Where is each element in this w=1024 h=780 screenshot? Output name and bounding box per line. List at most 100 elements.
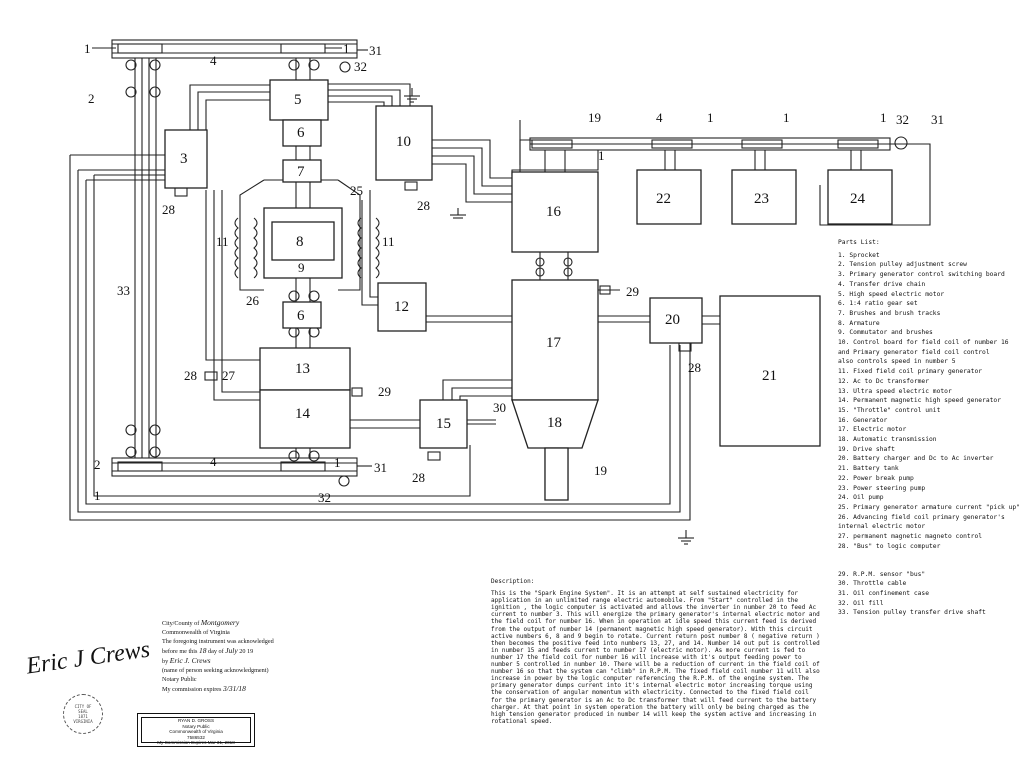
parts-list-item: 23. Power steering pump [838,484,926,492]
component-3-label: 3 [180,151,188,167]
parts-list-item: 6. 1:4 ratio gear set [838,300,918,308]
parts-list-item: 11. Fixed field coil primary generator [838,368,983,376]
callout-1: 1 [707,110,714,125]
component-10-label: 10 [396,134,411,150]
component-22-label: 22 [656,191,671,207]
callout-1: 1 [343,41,350,56]
callout-31: 31 [369,43,382,58]
seal: CITY OF SEAL 1871 VIRGINIA [63,694,103,734]
callout-4: 4 [210,454,217,469]
callout-2: 2 [94,457,101,472]
parts-list-item: 7. Brushes and brush tracks [838,309,941,317]
parts-list-item: 9. Commutator and brushes [838,329,933,337]
parts-list-item: 17. Electric motor [838,426,907,434]
parts-list-item: 15. "Throttle" control unit [838,406,941,414]
parts-list-items-continued: 29. R.P.M. sensor "bus" 30. Throttle cabl… [838,570,1018,619]
wiring [69,39,931,545]
callout-19: 19 [594,463,607,478]
callout-labels: 1 1 31 32 4 2 33 28 28 25 26 27 28 29 2 … [84,41,944,505]
callout-1: 1 [880,110,887,125]
parts-list-item: 21. Battery tank [838,465,899,473]
notary-stamp: RYAN D. GROSS Notary Public Commonwealth… [137,713,255,747]
callout-25: 25 [350,183,363,198]
component-6-lower-label: 6 [297,308,305,324]
callout-1: 1 [84,41,91,56]
parts-list-item: 27. permanent magnetic magneto control [838,533,983,541]
component-7-label: 7 [297,164,305,180]
description-text: This is the "Spark Engine System". It is… [491,590,820,725]
callout-32: 32 [896,112,909,127]
parts-list-item: 5. High speed electric motor [838,290,945,298]
parts-list-item: internal electric motor [838,523,926,531]
component-15-label: 15 [436,416,451,432]
callout-31: 31 [374,460,387,475]
callout-2: 2 [88,91,95,106]
component-23-label: 23 [754,191,769,207]
callout-32: 32 [354,59,367,74]
component-11-right-label: 11 [382,234,395,249]
callout-27: 27 [222,368,236,383]
component-boxes [164,79,893,501]
callout-1: 1 [94,488,101,503]
parts-list-title: Parts List: [838,239,880,246]
parts-list-item: 24. Oil pump [838,494,884,502]
parts-list-item: 22. Power break pump [838,474,914,482]
parts-list-item: 18. Automatic transmission [838,436,937,444]
component-labels: 3 5 6 7 8 9 10 11 11 12 6 13 14 15 16 17… [180,92,866,432]
component-11-left-label: 11 [216,234,229,249]
parts-list-item: 25. Primary generator armature current "… [838,503,1020,511]
component-8-label: 8 [296,234,304,250]
callout-30: 30 [493,400,506,415]
parts-list-item: 8. Armature [838,319,880,327]
callout-28: 28 [184,368,197,383]
parts-list-item: 19. Drive shaft [838,445,895,453]
parts-list-item: 20. Battery charger and Dc to Ac inverte… [838,455,994,463]
parts-list-item: also controls speed in number 5 [838,358,956,366]
parts-list-items: 1. Sprocket 2. Tension pulley adjustment … [838,251,1020,552]
component-24-label: 24 [850,191,866,207]
callout-19: 19 [588,110,601,125]
component-17-label: 17 [546,335,562,351]
component-9-label: 9 [298,260,305,275]
notary-block: City/County of Montgomery Commonwealth o… [162,618,274,693]
parts-list-item: 32. Oil fill [838,599,884,607]
callout-31: 31 [931,112,944,127]
component-20-label: 20 [665,312,680,328]
component-16-label: 16 [546,204,562,220]
parts-list: Parts List: 1. Sprocket 2. Tension pulley… [838,238,1020,619]
parts-list-item: 10. Control board for field coil of numb… [838,339,1009,347]
parts-list-item: 1. Sprocket [838,251,880,259]
component-21-label: 21 [762,368,777,384]
description-title: Description: [491,578,535,585]
parts-list-item: 12. Ac to Dc transformer [838,377,929,385]
callout-28: 28 [162,202,175,217]
callout-28: 28 [688,360,701,375]
callout-33: 33 [117,283,130,298]
callout-4: 4 [656,110,663,125]
component-13-label: 13 [295,361,310,377]
parts-list-item: 2. Tension pulley adjustment screw [838,261,967,269]
component-6-label: 6 [297,125,305,141]
callout-28: 28 [417,198,430,213]
parts-list-item: 29. R.P.M. sensor "bus" [838,570,926,578]
parts-list-item: 26. Advancing field coil primary generat… [838,513,1005,521]
component-12-label: 12 [394,299,409,315]
parts-list-item: 31. Oil confinement case [838,589,929,597]
callout-28: 28 [412,470,425,485]
parts-list-item: 30. Throttle cable [838,580,907,588]
description: Description: This is the "Spark Engine S… [491,578,821,725]
parts-list-item: 13. Ultra speed electric motor [838,387,952,395]
component-14-label: 14 [295,406,311,422]
callout-1: 1 [598,148,605,163]
callout-4: 4 [210,53,217,68]
component-5-label: 5 [294,92,302,108]
parts-list-item: 4. Transfer drive chain [838,280,926,288]
callout-29: 29 [378,384,391,399]
callout-1: 1 [334,455,341,470]
parts-list-item: 3. Primary generator control switching b… [838,271,1005,279]
callout-26: 26 [246,293,260,308]
parts-list-item: 28. "Bus" to logic computer [838,542,941,550]
component-18-label: 18 [547,415,562,431]
parts-list-item: 33. Tension pulley transfer drive shaft [838,609,986,617]
